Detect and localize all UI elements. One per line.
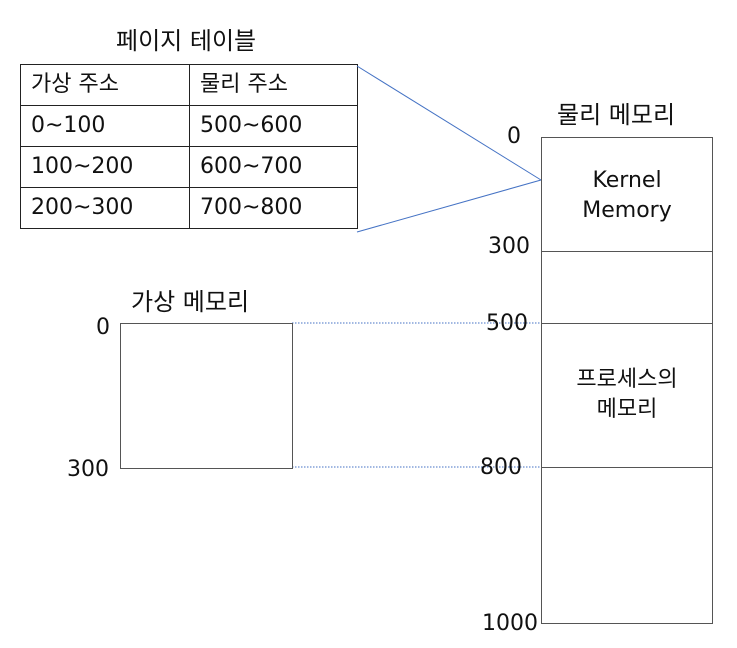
physical-range-cell: 600~700 — [189, 146, 358, 188]
page-table-header-row: 가상 주소 물리 주소 — [20, 64, 358, 106]
header-virtual-address: 가상 주소 — [20, 64, 190, 106]
physical-tick-800: 800 — [480, 455, 522, 480]
virtual-range-cell: 0~100 — [20, 105, 190, 147]
virtual-tick-300: 300 — [67, 457, 109, 482]
divider-500 — [542, 323, 712, 324]
physical-tick-300: 300 — [488, 234, 530, 259]
physical-range-cell: 700~800 — [189, 187, 358, 229]
table-row: 100~200 600~700 — [20, 146, 358, 188]
physical-tick-1000: 1000 — [482, 611, 538, 636]
physical-memory-title: 물리 메모리 — [557, 101, 676, 129]
virtual-range-cell: 100~200 — [20, 146, 190, 188]
process-memory-label: 프로세스의 메모리 — [542, 365, 712, 425]
page-table-title: 페이지 테이블 — [116, 27, 257, 55]
process-label-line2: 메모리 — [596, 397, 658, 422]
callout-line-bottom — [356, 179, 542, 233]
kernel-label-line2: Memory — [582, 198, 672, 223]
virtual-memory-block — [120, 323, 293, 469]
process-label-line1: 프로세스의 — [576, 367, 678, 392]
page-table: 가상 주소 물리 주소 0~100 500~600 100~200 600~70… — [20, 64, 358, 229]
header-physical-address: 물리 주소 — [189, 64, 358, 106]
table-row: 200~300 700~800 — [20, 187, 358, 229]
physical-tick-0: 0 — [507, 124, 521, 149]
divider-300 — [542, 251, 712, 252]
virtual-range-cell: 200~300 — [20, 187, 190, 229]
physical-tick-500: 500 — [486, 311, 528, 336]
virtual-memory-title: 가상 메모리 — [131, 288, 250, 316]
divider-800 — [542, 467, 712, 468]
virtual-tick-0: 0 — [96, 315, 110, 340]
kernel-label-line1: Kernel — [592, 168, 662, 193]
kernel-memory-label: Kernel Memory — [542, 166, 712, 226]
physical-memory-block: Kernel Memory 프로세스의 메모리 — [541, 137, 713, 624]
callout-line-top — [356, 65, 542, 181]
